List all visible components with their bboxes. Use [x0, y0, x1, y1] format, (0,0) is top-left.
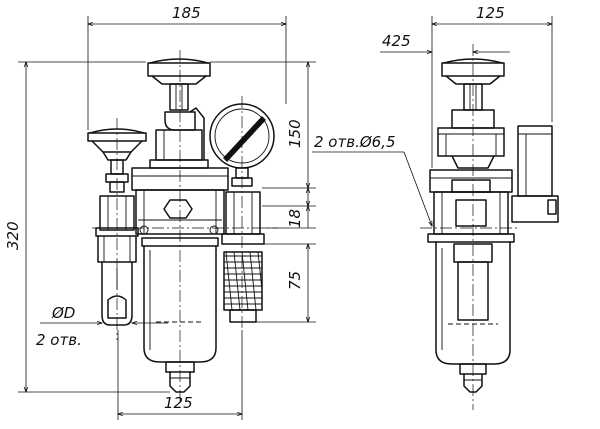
side-view [420, 44, 559, 410]
knurl-pattern [224, 251, 263, 311]
side-bonnet [437, 127, 505, 169]
side-gauge [511, 125, 559, 223]
dim-side-offset: 425 [382, 32, 411, 50]
side-dimensions: 125 425 2 отв.Ø6,5 [312, 4, 552, 226]
dim-front-width-bottom: 125 [164, 394, 193, 412]
dim-front-width-top: 185 [172, 4, 201, 22]
note-side-holes: 2 отв.Ø6,5 [314, 133, 396, 151]
regulator-adjuster [147, 58, 211, 169]
dim-side-width-top: 125 [476, 4, 505, 22]
note-hole-diameter: ØD [51, 304, 75, 322]
note-holes-count: 2 отв. [36, 331, 82, 349]
front-dimensions: 185 320 150 18 75 125 ØD 2 отв. [4, 4, 316, 420]
dim-height-gauge: 150 [286, 119, 304, 148]
dim-height-bowl: 75 [286, 271, 304, 290]
front-view [87, 50, 278, 405]
filter-bowl [141, 237, 219, 393]
dim-height-mount: 18 [286, 209, 304, 228]
right-fitting [221, 191, 265, 323]
dim-height-total: 320 [4, 221, 22, 250]
side-body [427, 169, 515, 243]
